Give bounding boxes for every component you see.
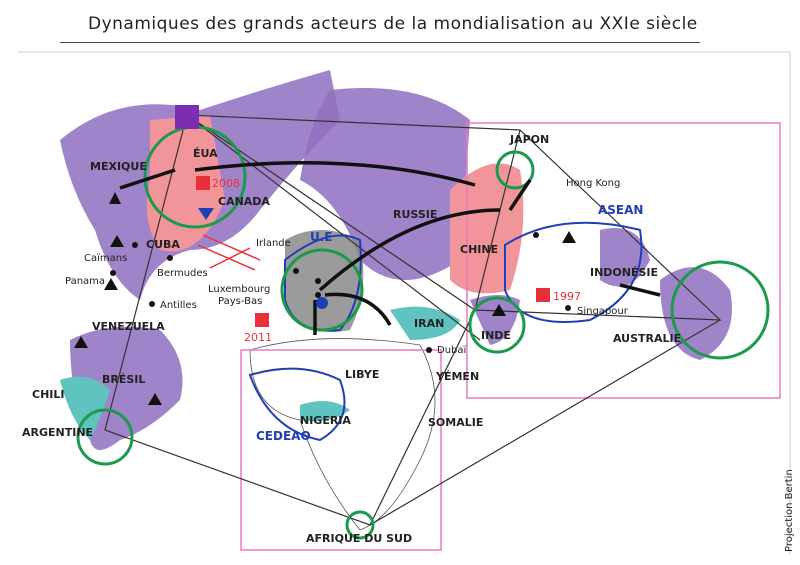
label-venezuela: VENEZUELA [92,320,165,333]
iran-emerging [390,306,460,340]
label-panama: Panama [65,276,105,287]
label-dubai: Dubaï [437,345,467,356]
label-ue: U.E [310,230,333,244]
label-somalie: SOMALIE [428,416,483,429]
crisis-2008-marker [196,176,210,190]
title-underline [60,42,700,43]
label-antilles: Antilles [160,300,197,311]
blue-dot-marker [316,297,328,309]
label-singapour: Singapour [577,306,629,317]
label-indonesie: INDONÉSIE [590,266,658,279]
label-2008: 2008 [212,177,240,190]
label-chili: CHILI [32,388,64,401]
label-iran: IRAN [414,317,444,330]
asia-frame [466,122,781,399]
map-frame [18,51,791,555]
label-1997: 1997 [553,290,581,303]
power-circles [76,125,770,540]
russia-land [300,88,470,280]
blue-triangle-marker [198,208,214,220]
label-nigeria: NIGERIA [300,414,351,427]
tax-haven-dots [110,232,571,353]
cedeao-outline [248,367,346,442]
label-cuba: CUBA [146,238,180,251]
label-libye: LIBYE [345,368,379,381]
black-triangles [74,192,576,405]
label-asean: ASEAN [598,203,643,217]
label-bresil: BRÉSIL [102,373,145,386]
label-canada: CANADA [218,195,270,208]
label-yemen: YÉMEN [435,370,479,383]
bermuda-hatch [197,234,261,271]
australia-land [660,267,732,360]
label-afrique-du-sud: AFRIQUE DU SUD [306,532,412,545]
india-land [470,295,520,345]
label-russie: RUSSIE [393,208,437,221]
crisis-2011-marker [255,313,269,327]
label-hong-kong: Hong Kong [566,178,620,189]
label-australie: AUSTRALIE [613,332,681,345]
label-japon: JAPON [509,133,549,146]
label-luxembourg: Luxembourg [208,284,270,295]
projection-credit: Projection Bertin [784,469,795,552]
label-caimans: Caïmans [84,253,127,264]
africa-land [249,338,436,531]
label-eua: ÉUA [193,147,218,160]
crisis-1997-marker [536,288,550,302]
label-argentine: ARGENTINE [22,426,93,439]
label-bermudes: Bermudes [157,268,208,279]
brazil-argentina-emerging [60,376,110,440]
flow-arrows [119,160,661,335]
label-paysbas: Pays-Bas [218,296,262,307]
map-title: Dynamiques des grands acteurs de la mond… [88,14,698,34]
nigeria-emerging [300,401,350,422]
label-2011: 2011 [244,331,272,344]
africa-frame [240,349,442,551]
label-mexique: MEXIQUE [90,160,147,173]
label-cedeao: CEDEAO [256,429,311,443]
label-irlande: Irlande [256,238,291,249]
label-chine: CHINE [460,243,498,256]
purple-square-marker [175,105,199,129]
label-inde: INDE [481,329,511,342]
asean-outline [504,221,643,323]
